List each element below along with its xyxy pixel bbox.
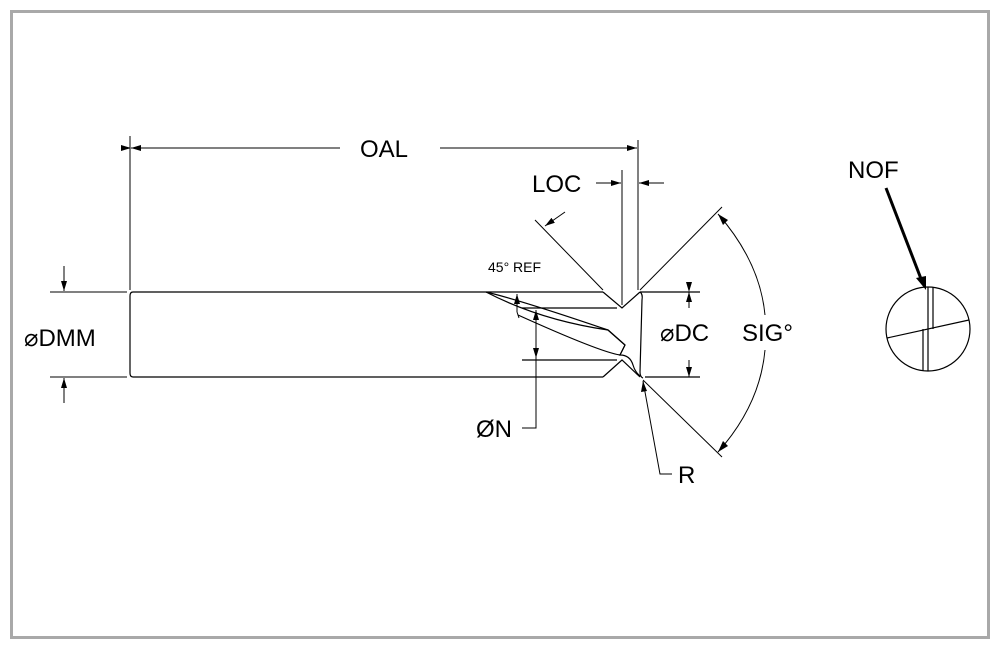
sig-dimension <box>639 206 766 458</box>
drawing-frame <box>10 10 990 639</box>
nof-end-view <box>884 187 971 372</box>
oal-dimension <box>121 136 639 290</box>
n-dimension <box>522 310 539 429</box>
dc-label: ⌀DC <box>660 320 709 347</box>
loc-label: LOC <box>532 171 581 198</box>
sig-label: SIG° <box>742 320 793 347</box>
r-label: R <box>678 462 695 489</box>
dc-dimension <box>686 282 692 377</box>
dmm-dimension <box>50 266 127 403</box>
nof-label: NOF <box>848 157 899 184</box>
oal-label: OAL <box>360 136 408 163</box>
ref-angle-dimension <box>514 211 604 319</box>
tool-cutting-end <box>485 291 700 379</box>
tool-shank <box>129 291 603 378</box>
n-label: ØN <box>476 416 512 443</box>
loc-dimension <box>596 170 664 305</box>
dmm-label: ⌀DMM <box>24 325 96 352</box>
ref-angle-label: 45° REF <box>488 259 541 275</box>
r-dimension <box>641 380 672 475</box>
